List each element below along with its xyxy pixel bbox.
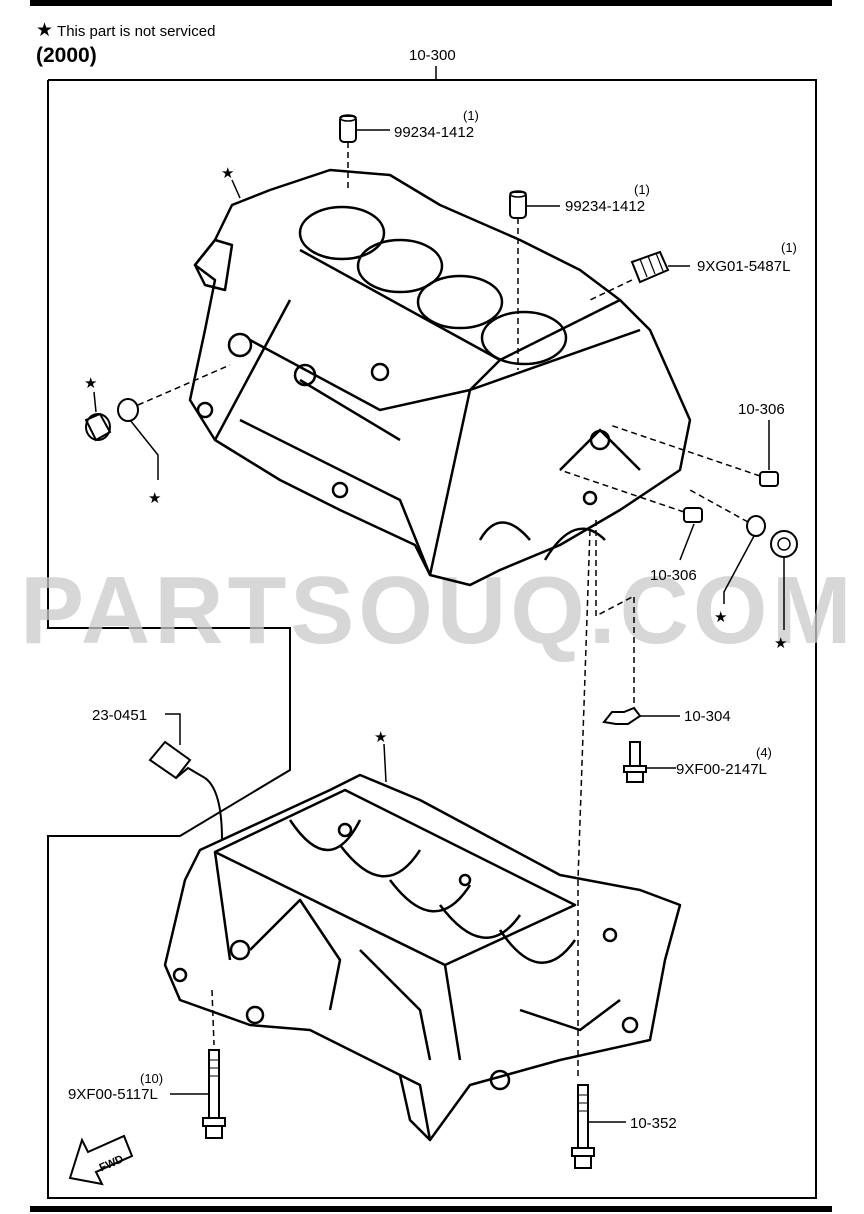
star-icon: ★ — [148, 490, 161, 507]
dowel-right-icon — [759, 471, 779, 487]
left-oring-icon — [117, 398, 139, 422]
label-bracket: 10-304 — [684, 708, 731, 725]
dowel-lower-icon — [683, 507, 703, 523]
label-sensor: 23-0451 — [92, 707, 147, 724]
left-plug-icon — [84, 412, 112, 442]
label-dowel-lower: 10-306 — [650, 567, 697, 584]
star-icon: ★ — [714, 609, 727, 626]
lower-block-bedplate — [163, 773, 682, 1142]
qty-pin-mid: (1) — [634, 182, 650, 197]
group-code: (2000) — [36, 44, 97, 67]
threaded-plug-icon — [630, 250, 670, 284]
main-bearing-bolt-icon — [202, 1049, 226, 1139]
label-pin-mid: 99234-1412 — [565, 198, 645, 215]
not-serviced-note: ★This part is not serviced — [36, 19, 215, 42]
label-assembly: 10-300 — [409, 47, 456, 64]
dowel-pin-top-icon — [339, 114, 357, 143]
star-icon: ★ — [374, 729, 387, 746]
star-icon: ★ — [221, 165, 234, 182]
label-side-bolt: 10-352 — [630, 1115, 677, 1132]
right-plug-icon — [770, 530, 798, 558]
cylinder-block-upper — [188, 168, 692, 587]
star-icon: ★ — [84, 375, 97, 392]
note-text: This part is not serviced — [57, 23, 216, 40]
fwd-arrow-icon: FWD — [68, 1134, 134, 1186]
label-pin-top: 99234-1412 — [394, 124, 474, 141]
qty-main-bolt: (10) — [140, 1071, 163, 1086]
assembly-frame — [47, 79, 817, 1199]
label-main-bolt: 9XF00-5117L — [68, 1086, 158, 1103]
bracket-icon — [602, 706, 642, 725]
bottom-rule — [30, 1206, 832, 1212]
sensor-icon — [148, 740, 223, 841]
label-dowel-right: 10-306 — [738, 401, 785, 418]
qty-pin-top: (1) — [463, 108, 479, 123]
right-oring-icon — [746, 515, 766, 537]
side-bolt-icon — [571, 1084, 595, 1169]
label-bracket-bolt: 9XF00-2147L — [676, 761, 767, 778]
qty-bracket-bolt: (4) — [756, 745, 772, 760]
watermark: PARTSOUQ.COM — [20, 557, 856, 664]
top-rule — [30, 0, 832, 6]
qty-plug: (1) — [781, 240, 797, 255]
bracket-bolt-icon — [623, 741, 647, 783]
dowel-pin-mid-icon — [509, 190, 527, 219]
star-icon: ★ — [774, 635, 787, 652]
label-plug: 9XG01-5487L — [697, 258, 790, 275]
star-icon: ★ — [36, 20, 54, 41]
